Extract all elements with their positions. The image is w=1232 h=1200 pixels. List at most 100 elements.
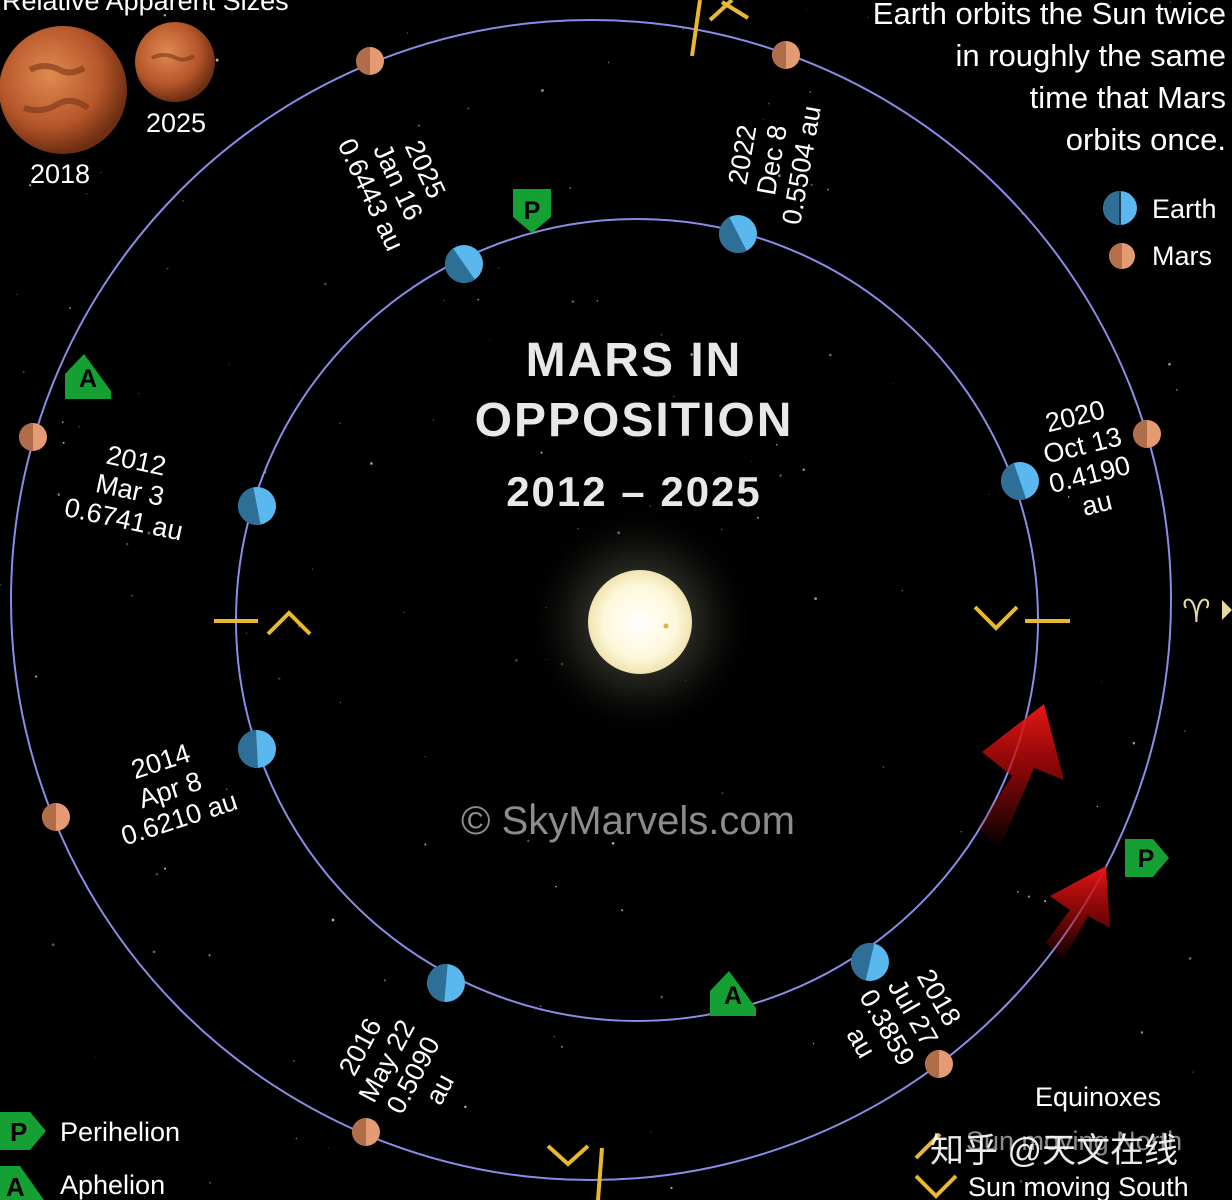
- star: [607, 61, 610, 64]
- equinox-legend: Equinoxes Sun moving North Sun moving So…: [914, 1082, 1189, 1200]
- star: [204, 2, 208, 5]
- star: [295, 1137, 297, 1140]
- star: [757, 516, 759, 519]
- legend-mars: Mars: [1109, 241, 1212, 271]
- star: [164, 867, 167, 870]
- legend-mars-label: Mars: [1152, 241, 1212, 271]
- star: [1044, 900, 1047, 903]
- star: [311, 568, 313, 570]
- star: [988, 494, 990, 495]
- sun-south-icon: [914, 1174, 958, 1199]
- equinox-marker-right: [973, 605, 1070, 631]
- star: [741, 480, 745, 484]
- note-line-4: orbits once.: [1066, 122, 1226, 157]
- star-field: [0, 1, 1194, 1199]
- star: [650, 1131, 652, 1133]
- star: [960, 831, 962, 833]
- earth-perihelion-marker-letter: P: [524, 197, 541, 225]
- mars-position: [772, 41, 800, 69]
- star: [131, 594, 133, 597]
- star: [489, 340, 491, 341]
- red-arrow-mars: [1046, 866, 1110, 962]
- star: [596, 299, 599, 302]
- sun-icon: [522, 504, 758, 740]
- size-label-2018: 2018: [30, 159, 90, 189]
- star: [424, 843, 427, 846]
- star: [721, 792, 724, 795]
- star: [209, 1181, 211, 1184]
- star: [660, 334, 663, 336]
- aries-symbol: ♈: [1182, 593, 1211, 629]
- mars-perihelion-marker-letter: P: [1138, 845, 1155, 873]
- mars-position: [352, 1118, 380, 1146]
- star: [611, 842, 615, 845]
- star: [467, 107, 470, 110]
- star: [1096, 805, 1099, 808]
- star: [375, 1088, 378, 1091]
- star: [62, 421, 64, 423]
- title-years: 2012 – 2025: [506, 468, 762, 515]
- star: [826, 188, 829, 191]
- earth-perihelion-marker: P: [513, 189, 551, 233]
- legend-aphelion-label: Aphelion: [60, 1170, 165, 1200]
- star: [829, 353, 832, 357]
- star: [1093, 412, 1096, 415]
- star: [16, 293, 18, 295]
- star: [403, 611, 405, 613]
- star: [215, 58, 219, 62]
- title-line1: MARS IN: [526, 334, 743, 387]
- red-arrow-earth: [978, 704, 1064, 848]
- star: [809, 90, 811, 93]
- star: [555, 885, 557, 888]
- equinox-marker-bottom: [546, 1144, 604, 1200]
- star: [22, 370, 25, 373]
- star: [125, 542, 129, 546]
- star: [166, 267, 169, 270]
- sizes-heading: Relative Apparent Sizes: [2, 0, 289, 16]
- star: [569, 186, 572, 189]
- star: [432, 419, 434, 421]
- star: [561, 1045, 564, 1048]
- star: [464, 1105, 467, 1109]
- opposition-unit: au: [1079, 485, 1115, 521]
- star: [515, 659, 518, 662]
- star: [1034, 1143, 1037, 1146]
- star: [417, 124, 420, 127]
- equinox-legend-south: Sun moving South: [968, 1172, 1189, 1200]
- star: [810, 183, 813, 187]
- star: [814, 597, 817, 600]
- star: [725, 492, 727, 494]
- equinox-legend-heading: Equinoxes: [1035, 1082, 1161, 1112]
- mars-2025-disc: [135, 22, 215, 102]
- star: [1192, 1071, 1194, 1073]
- sun-north-icon: [914, 1132, 942, 1160]
- earth-position: [238, 487, 276, 525]
- star: [1091, 1136, 1094, 1139]
- size-label-2025: 2025: [146, 108, 206, 138]
- star: [882, 766, 884, 768]
- star: [1140, 1031, 1144, 1034]
- note-line-2: in roughly the same: [955, 38, 1226, 73]
- overlay-watermark: 知乎 @天文在线: [930, 1132, 1178, 1170]
- title-line2: OPPOSITION: [475, 394, 794, 447]
- star: [540, 89, 544, 92]
- star: [1188, 956, 1192, 960]
- star: [424, 756, 426, 757]
- star: [682, 28, 684, 30]
- earth-aphelion-marker-letter: A: [724, 982, 742, 1010]
- star: [278, 677, 281, 680]
- legend-perihelion-label: Perihelion: [60, 1117, 180, 1147]
- mars-orbit: [10, 19, 1172, 1181]
- equinox-marker-top: [690, 0, 750, 57]
- star: [406, 32, 408, 34]
- mars-position: [1133, 420, 1161, 448]
- star: [163, 14, 167, 17]
- star: [1168, 362, 1171, 366]
- mars-aphelion-marker-letter: A: [79, 365, 97, 393]
- star: [225, 788, 228, 790]
- legend-perihelion-letter: P: [10, 1117, 27, 1147]
